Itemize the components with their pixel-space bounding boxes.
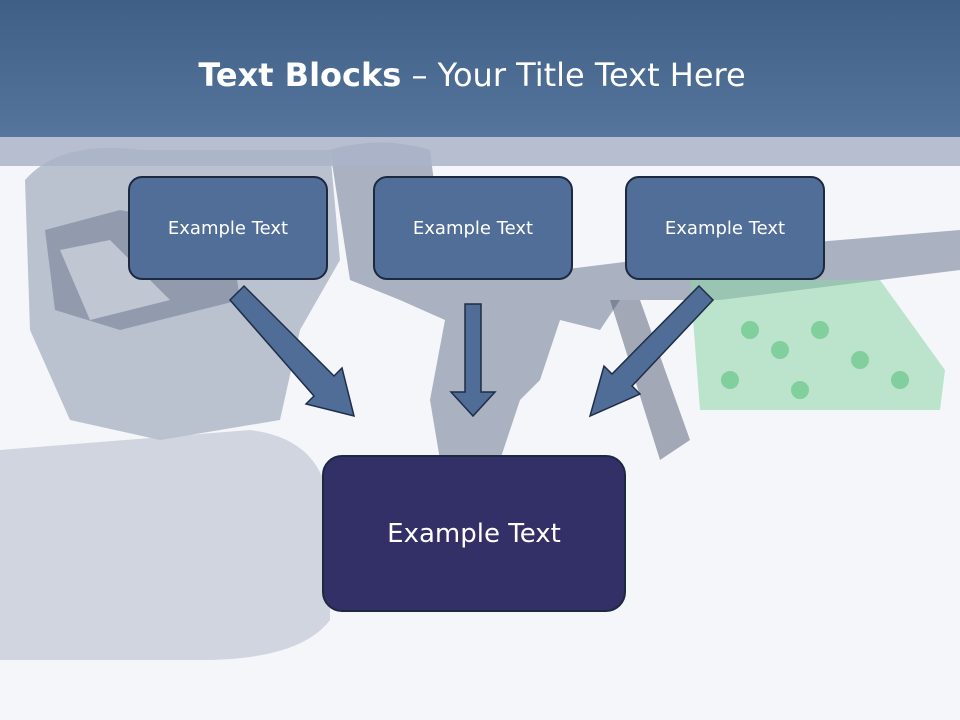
text-block-3-label: Example Text [664,217,786,239]
title-rest: Your Title Text Here [437,56,746,94]
text-block-2-label: Example Text [412,217,534,239]
title-dash: – [401,56,438,94]
target-block[interactable]: Example Text [322,455,626,612]
text-block-2[interactable]: Example Text [373,176,573,280]
text-block-3[interactable]: Example Text [625,176,825,280]
text-block-1[interactable]: Example Text [128,176,328,280]
slide-title: Text Blocks – Your Title Text Here [0,56,944,94]
header-bar [0,0,960,137]
arrow-left [228,284,356,418]
target-block-label: Example Text [387,518,561,549]
title-bold: Text Blocks [198,56,402,94]
arrow-right [588,284,715,418]
text-block-1-label: Example Text [167,217,289,239]
header-band [0,137,960,166]
arrow-middle [449,303,497,418]
